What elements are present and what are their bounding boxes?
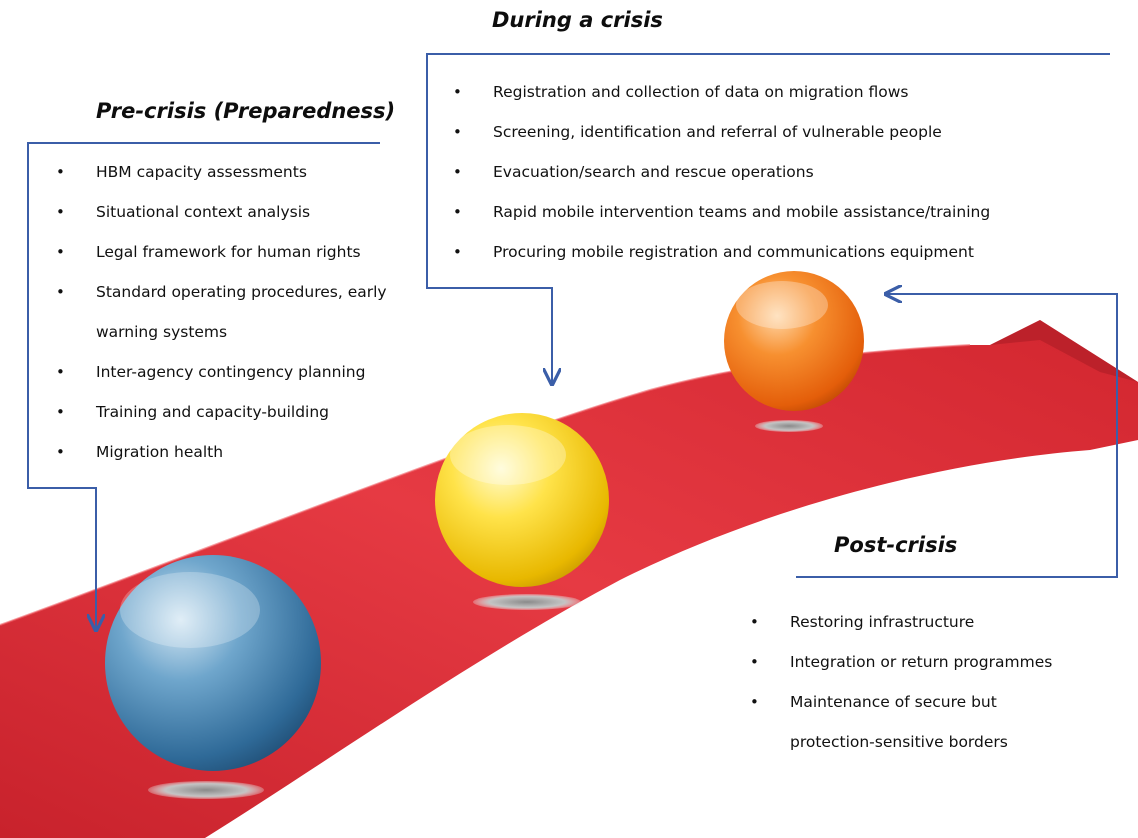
post-crisis-list: Restoring infrastructure Integration or … xyxy=(750,602,1110,762)
list-item: Inter-agency contingency planning xyxy=(56,352,416,392)
blue-sphere xyxy=(105,555,321,771)
list-item: Integration or return programmes xyxy=(750,642,1110,682)
during-crisis-list: Registration and collection of data on m… xyxy=(453,72,1113,272)
yellow-sphere-shadow xyxy=(473,594,581,610)
orange-sphere-gloss xyxy=(736,281,828,329)
list-item: Migration health xyxy=(56,432,416,472)
post-crisis-connector xyxy=(796,294,1118,578)
list-item: Rapid mobile intervention teams and mobi… xyxy=(453,192,1113,232)
list-item: Registration and collection of data on m… xyxy=(453,72,1113,112)
list-item: Legal framework for human rights xyxy=(56,232,416,272)
yellow-sphere xyxy=(435,413,609,587)
list-item: Situational context analysis xyxy=(56,192,416,232)
list-item: Training and capacity-building xyxy=(56,392,416,432)
red-arrow-head-shade xyxy=(990,320,1138,382)
list-item: Standard operating procedures, early war… xyxy=(56,272,416,352)
orange-sphere-shadow xyxy=(755,420,823,432)
pre-crisis-list: HBM capacity assessments Situational con… xyxy=(56,152,416,472)
orange-sphere xyxy=(724,271,864,411)
blue-sphere-shadow xyxy=(148,781,264,799)
list-item: Procuring mobile registration and commun… xyxy=(453,232,1113,272)
pre-crisis-connector xyxy=(27,142,380,630)
list-item: Evacuation/search and rescue operations xyxy=(453,152,1113,192)
yellow-sphere-gloss xyxy=(450,425,566,485)
blue-sphere-gloss xyxy=(120,572,260,648)
post-crisis-heading: Post-crisis xyxy=(834,533,958,557)
pre-crisis-heading: Pre-crisis (Preparedness) xyxy=(96,99,396,123)
list-item: Maintenance of secure but protection-sen… xyxy=(750,682,1050,762)
list-item: Screening, identification and referral o… xyxy=(453,112,1113,152)
list-item: Restoring infrastructure xyxy=(750,602,1110,642)
during-crisis-connector xyxy=(426,53,1110,384)
list-item: HBM capacity assessments xyxy=(56,152,416,192)
during-crisis-heading: During a crisis xyxy=(492,8,663,32)
